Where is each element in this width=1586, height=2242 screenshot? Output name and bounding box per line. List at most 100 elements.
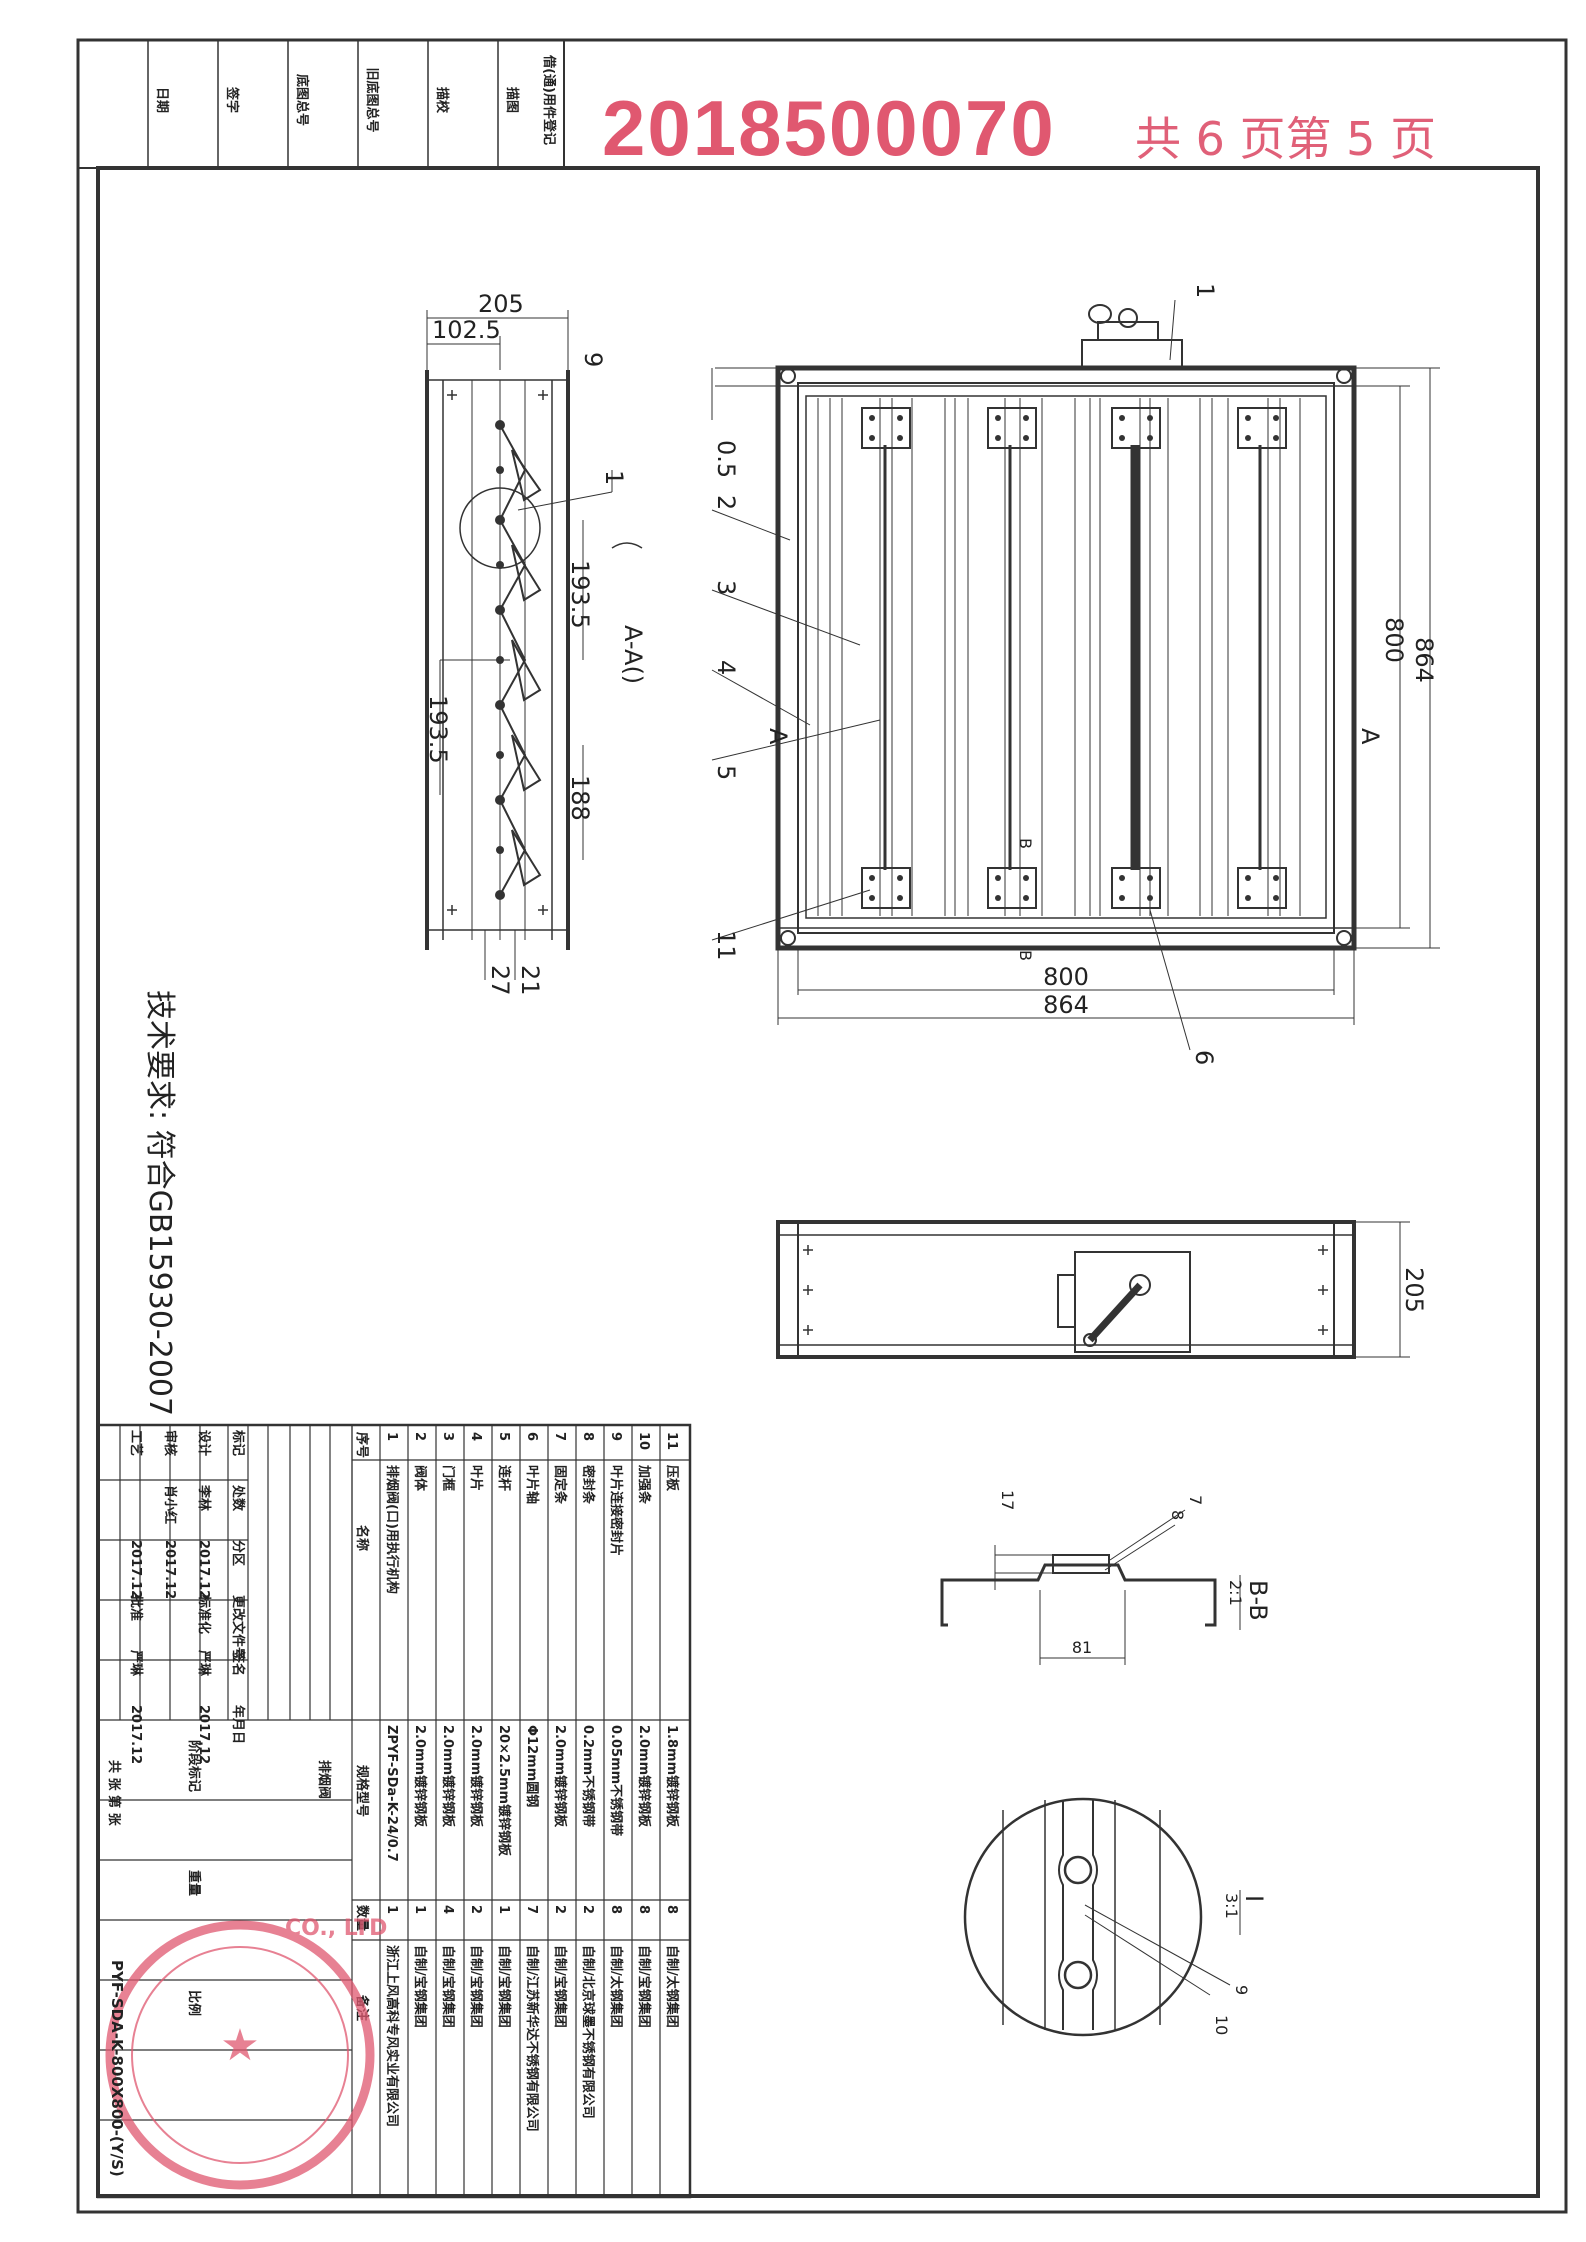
dim-205-end: 205 — [1400, 1267, 1428, 1313]
bom-row-qty: 1 — [384, 1905, 399, 1914]
front-balloon-6: 6 — [1190, 1050, 1218, 1065]
title-sheets: 共 张 第 张 — [106, 1760, 122, 1827]
bb-balloon-8: 8 — [1168, 1510, 1187, 1520]
title-scale: 比例 — [186, 1990, 202, 2016]
bom-row-name: 固定条 — [552, 1465, 568, 1505]
bom-row-no: 3 — [440, 1432, 455, 1441]
bom-row-qty: 8 — [608, 1905, 623, 1914]
inner-frame — [96, 166, 1540, 2198]
title-stage: 阶段标记 — [186, 1740, 202, 1792]
dim-9: 9 — [579, 352, 607, 367]
title-block-cell: 签名 — [230, 1649, 246, 1676]
section-a-left: A — [764, 728, 792, 745]
title-block-cell: 标记 — [230, 1429, 246, 1456]
end-view: 205 — [776, 1220, 1428, 1359]
title-block-cell: 工艺 — [128, 1430, 144, 1456]
company-seal: ★ CO., LTD — [105, 1916, 387, 2190]
bom-row-no: 8 — [580, 1432, 595, 1441]
bom-row-remark: 自制/宝钢集团 — [412, 1945, 428, 2028]
side-balloon-1: 1 — [600, 470, 628, 485]
title-block-cell: 肖小红 — [162, 1485, 178, 1524]
dim-864-horizontal: 864 — [1043, 991, 1089, 1019]
bom-row-remark: 自制/宝钢集团 — [552, 1945, 568, 2028]
front-balloon-3: 3 — [712, 580, 740, 595]
dim-205-side: 205 — [478, 290, 524, 318]
bom-row-qty: 1 — [496, 1905, 511, 1914]
dim-193-5-a: 193.5 — [566, 560, 594, 629]
title-block-cell: 标准化 — [196, 1594, 212, 1634]
dim-81: 81 — [1072, 1638, 1092, 1657]
dim-864-vertical: 864 — [1410, 637, 1438, 683]
margin-trace: 描图 — [504, 87, 520, 113]
bom-row-remark: 浙江上风高科专风实业有限公司 — [384, 1945, 400, 2127]
detail-scale: 3:1 — [1222, 1893, 1241, 1919]
section-label-aa: A-A() — [619, 625, 647, 684]
bom-row-name: 门框 — [440, 1465, 456, 1491]
title-block-cell: 批准 — [128, 1595, 144, 1621]
margin-shared-reg: 借(通)用件登记 — [541, 54, 557, 145]
title-block-cell: 分区 — [230, 1540, 246, 1566]
dim-188: 188 — [566, 775, 594, 821]
section-a-right: A — [1356, 728, 1384, 745]
bom-header-spec: 规格型号 — [354, 1765, 370, 1817]
title-block-cell: 2017.12 — [128, 1540, 143, 1599]
bom-row-no: 11 — [664, 1432, 679, 1450]
dim-0-5: 0.5 — [712, 440, 740, 478]
seal-text: CO., LTD — [285, 1916, 387, 1941]
bom-row-no: 6 — [524, 1432, 539, 1441]
bb-title: B-B — [1244, 1580, 1272, 1621]
dim-21: 21 — [516, 965, 544, 996]
side-view: 205 102.5 9 193.5 193.5 188 27 21 A-A() … — [424, 290, 647, 996]
front-balloon-4: 4 — [712, 660, 740, 675]
bom-row-qty: 8 — [636, 1905, 651, 1914]
bom-row-remark: 自制/太钢集团 — [608, 1945, 624, 2028]
title-block-cell: 李林 — [196, 1484, 212, 1511]
bom-row-no: 5 — [496, 1432, 511, 1441]
bom-row-spec: 1.8mm镀锌钢板 — [664, 1725, 680, 1828]
outer-border — [76, 38, 1568, 2214]
margin-base-no: 底图总号 — [294, 74, 310, 126]
bom-header-name: 名称 — [354, 1525, 370, 1551]
title-block-cell: 设计 — [196, 1430, 212, 1456]
bom-header-qty: 数量 — [354, 1905, 370, 1931]
bom-row-spec: 2.0mm镀锌钢板 — [552, 1725, 568, 1828]
bom-row-spec: 0.2mm不锈钢带 — [580, 1725, 596, 1827]
title-block-cell: 2017.12 — [128, 1705, 143, 1764]
bom-row-remark: 自制/宝钢集团 — [496, 1945, 512, 2028]
bom-header-no: 序号 — [354, 1432, 370, 1458]
bb-view: 81 17 7 8 B-B 2:1 — [940, 1490, 1272, 1665]
detail-balloon-9: 9 — [1232, 1985, 1251, 1995]
section-b-top: B — [1016, 838, 1035, 849]
bom-row-name: 叶片轴 — [524, 1465, 540, 1504]
bom-row-spec: 2.0mm镀锌钢板 — [412, 1725, 428, 1828]
bb-scale: 2:1 — [1226, 1580, 1245, 1606]
bom-row-name: 压板 — [664, 1465, 680, 1492]
bom-row-qty: 2 — [468, 1905, 483, 1914]
stamp-serial: 2018500070 — [602, 84, 1056, 172]
bom-row-qty: 8 — [664, 1905, 679, 1914]
bom-row-remark: 自制/宝钢集团 — [440, 1945, 456, 2028]
margin-sign: 签字 — [224, 86, 240, 113]
bb-balloon-7: 7 — [1186, 1495, 1205, 1505]
dim-27: 27 — [486, 965, 514, 996]
bom-row-remark: 自制/宝钢集团 — [468, 1945, 484, 2028]
bom-row-name: 阀体 — [412, 1465, 428, 1492]
bom-row-remark: 自制/北京球墨不锈钢有限公司 — [580, 1945, 596, 2119]
bom-row-name: 连杆 — [496, 1465, 512, 1491]
bom-row-spec: 20×2.5mm镀锌钢板 — [496, 1725, 512, 1857]
title-block-cell: 年月日 — [230, 1705, 246, 1744]
dim-17: 17 — [998, 1490, 1017, 1510]
bom-row-no: 2 — [412, 1432, 427, 1441]
detail-balloon-10: 10 — [1212, 2015, 1231, 2035]
tech-requirement: 技术要求: 符合GB15930-2007 — [142, 990, 177, 1416]
bom-row-no: 4 — [468, 1432, 483, 1441]
bom-row-spec: ZPYF-SDa-K-24/0.7 — [384, 1725, 399, 1862]
bom-row-name: 叶片 — [468, 1465, 484, 1491]
bom-row-spec: 2.0mm镀锌钢板 — [440, 1725, 456, 1828]
bom-row-spec: Φ12mm圆钢 — [524, 1725, 540, 1807]
margin-label-box: 日期 签字 底图总号 旧底图总号 描校 描图 借(通)用件登记 — [77, 39, 565, 169]
seal-code: PYF-SDA-K-800X800-(Y/S) — [108, 1960, 126, 2177]
title-block-cell: 严琳 — [196, 1649, 212, 1677]
bom-row-no: 9 — [608, 1432, 623, 1441]
